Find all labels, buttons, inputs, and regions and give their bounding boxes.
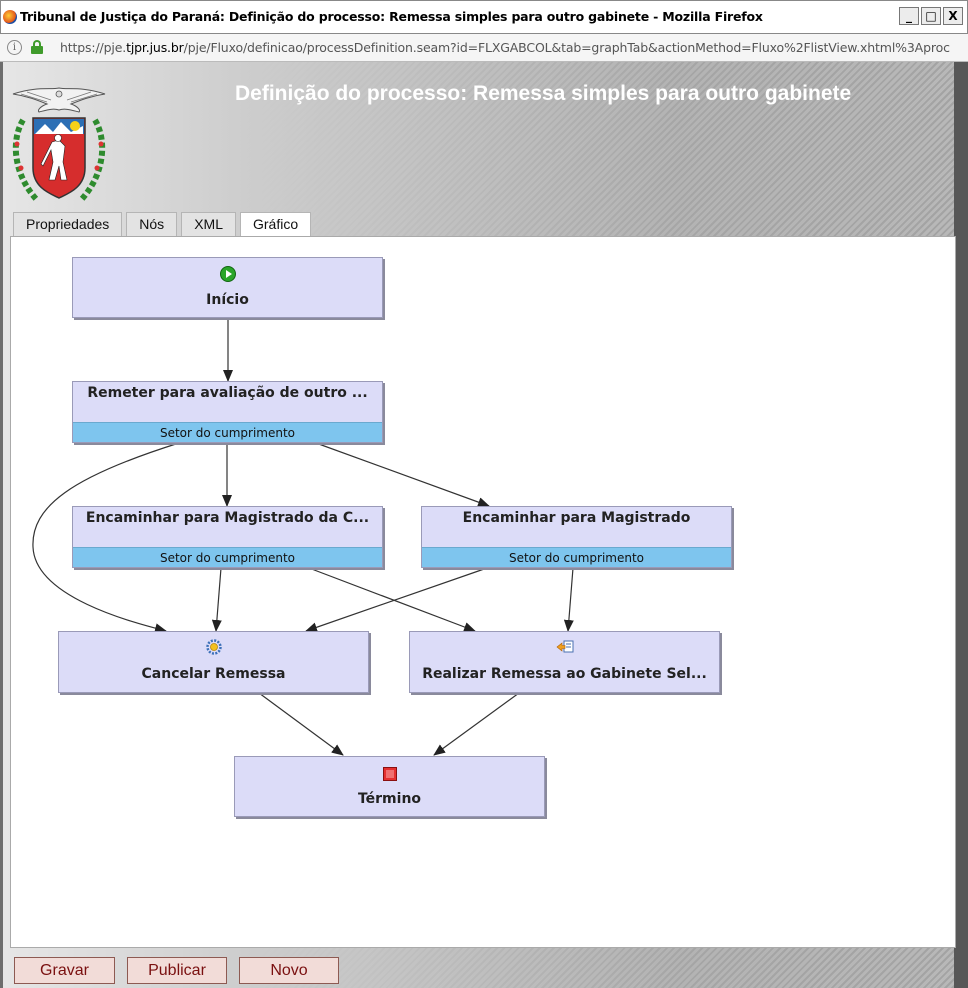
- graph-panel: Início Remeter para avaliação de outro .…: [10, 236, 956, 948]
- novo-button[interactable]: Novo: [239, 957, 339, 984]
- window-titlebar: Tribunal de Justiça do Paraná: Definição…: [0, 0, 968, 34]
- node-cancelar-label: Cancelar Remessa: [141, 666, 286, 682]
- firefox-icon: [3, 10, 17, 24]
- tab-grafico[interactable]: Gráfico: [239, 212, 312, 237]
- node-encaminhar-c-label: Encaminhar para Magistrado da C...: [85, 510, 370, 526]
- graph-edges: [32, 318, 574, 756]
- action-buttons: Gravar Publicar Novo: [14, 957, 339, 984]
- tab-xml[interactable]: XML: [181, 212, 236, 236]
- edge-encaminhar-realizar: [563, 567, 574, 632]
- play-icon: [219, 266, 236, 282]
- window-controls: _ □ X: [899, 7, 963, 25]
- page-content: Definição do processo: Remessa simples p…: [0, 62, 968, 988]
- node-termino-label: Término: [357, 791, 422, 807]
- gear-icon: [205, 639, 222, 655]
- publicar-button[interactable]: Publicar: [127, 957, 227, 984]
- gravar-button[interactable]: Gravar: [14, 957, 115, 984]
- edge-remeter-cancelar: [32, 442, 180, 634]
- node-termino[interactable]: Término: [234, 756, 545, 817]
- edge-encaminhar-cancelar: [305, 567, 488, 633]
- edge-remeter-encaminhar: [315, 442, 490, 507]
- url-host: tjpr.jus.br: [126, 40, 184, 55]
- coat-of-arms-logo: [12, 87, 106, 203]
- node-realizar-label: Realizar Remessa ao Gabinete Sel...: [422, 666, 707, 682]
- edge-cancelar-termino: [258, 692, 344, 756]
- lock-icon[interactable]: [31, 40, 43, 54]
- page-title: Definição do processo: Remessa simples p…: [235, 82, 852, 105]
- url-bar[interactable]: i https://pje.tjpr.jus.br/pje/Fluxo/defi…: [0, 34, 968, 62]
- maximize-button[interactable]: □: [921, 7, 941, 25]
- scrollbar[interactable]: [954, 62, 968, 988]
- close-button[interactable]: X: [943, 7, 963, 25]
- node-remeter-swimlane: Setor do cumprimento: [73, 422, 382, 442]
- node-encaminhar-swimlane: Setor do cumprimento: [422, 547, 731, 567]
- node-remeter[interactable]: Remeter para avaliação de outro ... Seto…: [72, 381, 383, 443]
- node-cancelar[interactable]: Cancelar Remessa: [58, 631, 369, 693]
- node-realizar[interactable]: Realizar Remessa ao Gabinete Sel...: [409, 631, 720, 693]
- info-icon[interactable]: i: [7, 40, 22, 55]
- tab-bar: Propriedades Nós XML Gráfico: [13, 212, 312, 237]
- node-inicio[interactable]: Início: [72, 257, 383, 318]
- stop-icon: [382, 767, 397, 781]
- tab-propriedades[interactable]: Propriedades: [13, 212, 123, 236]
- node-inicio-label: Início: [206, 292, 249, 308]
- node-encaminhar-c[interactable]: Encaminhar para Magistrado da C... Setor…: [72, 506, 383, 568]
- edge-encaminhar-c-cancelar: [211, 567, 222, 632]
- window-title: Tribunal de Justiça do Paraná: Definição…: [20, 9, 763, 24]
- node-encaminhar[interactable]: Encaminhar para Magistrado Setor do cump…: [421, 506, 732, 568]
- url-prefix: https://pje.: [60, 40, 127, 55]
- url-text[interactable]: https://pje.tjpr.jus.br/pje/Fluxo/defini…: [60, 40, 960, 55]
- tab-nos[interactable]: Nós: [126, 212, 178, 236]
- transfer-icon: [556, 640, 573, 653]
- minimize-button[interactable]: _: [899, 7, 919, 25]
- url-path: /pje/Fluxo/definicao/processDefinition.s…: [183, 40, 950, 55]
- node-encaminhar-c-swimlane: Setor do cumprimento: [73, 547, 382, 567]
- edge-encaminhar-c-realizar: [308, 567, 476, 632]
- node-encaminhar-label: Encaminhar para Magistrado: [462, 510, 691, 526]
- edge-realizar-termino: [433, 692, 520, 756]
- node-remeter-label: Remeter para avaliação de outro ...: [87, 385, 368, 401]
